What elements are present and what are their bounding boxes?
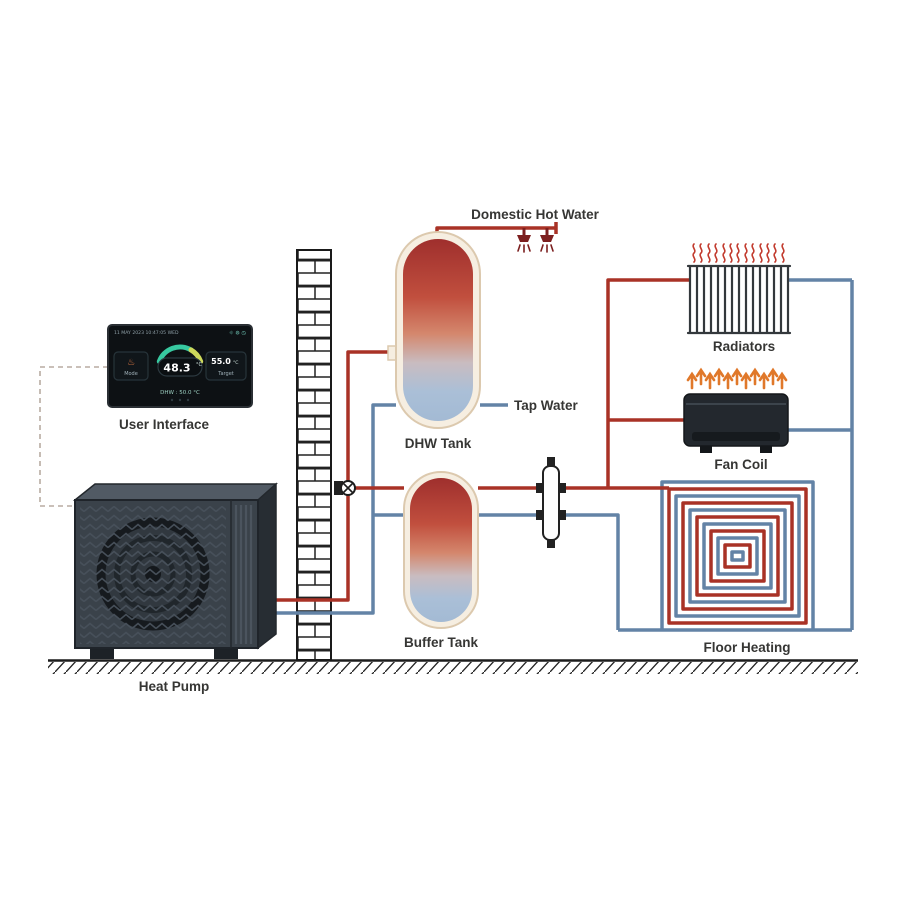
separator-flange xyxy=(536,510,543,520)
return-pipes xyxy=(254,278,854,632)
radiator xyxy=(686,243,792,335)
gauge-value-pill xyxy=(157,357,203,377)
heat-pump-foot xyxy=(214,648,238,659)
diagram-labels: Heat Pump User Interface DHW Tank Buffer… xyxy=(119,207,791,694)
buffer-tank xyxy=(403,471,479,629)
circulation-pump xyxy=(334,480,356,496)
current-temp-unit: °C xyxy=(196,362,203,368)
ground-hatch xyxy=(48,662,858,674)
brick-wall-outline xyxy=(296,249,332,661)
floor-loop-red xyxy=(667,487,808,625)
fan-coil-foot xyxy=(700,446,712,453)
floor-loop-blue xyxy=(702,522,773,590)
gauge-arc-teal xyxy=(156,344,194,364)
pump-motor xyxy=(334,481,343,495)
shower-icon xyxy=(517,228,531,253)
return-pipe-separator-right xyxy=(559,513,620,630)
shower-heads xyxy=(517,228,554,253)
mode-label: Mode xyxy=(124,371,138,377)
screen-dot xyxy=(178,398,182,402)
heat-pump-foot xyxy=(90,648,114,659)
floor-loop-blue xyxy=(674,494,801,618)
floor-loop-red xyxy=(695,515,780,597)
label-radiators: Radiators xyxy=(713,339,775,354)
label-heat-pump: Heat Pump xyxy=(139,679,210,694)
status-icons: ☼ ⚙ ◷ xyxy=(229,331,247,337)
label-domestic-hot-water: Domestic Hot Water xyxy=(471,207,600,222)
label-fan-coil: Fan Coil xyxy=(714,457,767,472)
target-temp-unit: °C xyxy=(233,360,238,366)
supply-pipes xyxy=(254,222,808,625)
fan-coil xyxy=(683,368,789,453)
label-floor-heating: Floor Heating xyxy=(704,640,791,655)
floor-loop-blue xyxy=(688,508,787,604)
brick-wall xyxy=(296,249,332,661)
dhw-footer-readout: DHW : 50.0 °C xyxy=(160,390,200,396)
screen-dot xyxy=(170,398,174,402)
shower-icon xyxy=(540,228,554,253)
heat-pump-side xyxy=(257,482,277,650)
target-temp-value: 55.0 xyxy=(211,357,231,366)
heat-pump-unit xyxy=(72,482,278,659)
mode-box xyxy=(113,351,149,381)
label-user-interface: User Interface xyxy=(119,417,210,432)
floor-loop-red xyxy=(709,529,766,583)
buffer-tank-water xyxy=(410,478,472,622)
separator-body xyxy=(542,465,560,541)
status-datetime: 11 MAY 2023 10:47:05 WED xyxy=(114,330,179,336)
radiator-coil xyxy=(686,264,792,335)
label-tap-water: Tap Water xyxy=(514,398,579,413)
floor-loop-blue-outer xyxy=(660,480,815,630)
heat-pump-top xyxy=(72,483,278,501)
screen-dot xyxy=(186,398,190,402)
fan-coil-louver xyxy=(692,432,780,441)
control-cable-dashed xyxy=(39,366,108,507)
return-pipe-heatpump xyxy=(254,403,396,615)
label-buffer-tank: Buffer Tank xyxy=(404,635,478,650)
brick-wall-fill xyxy=(297,250,331,660)
separator-bottom-nub xyxy=(547,538,555,548)
floor-loop-blue xyxy=(716,536,759,576)
floor-loop-blue xyxy=(730,550,745,562)
target-label: Target xyxy=(217,371,234,377)
supply-pipe-heatpump xyxy=(254,350,396,602)
ground xyxy=(48,659,858,674)
label-dhw-tank: DHW Tank xyxy=(405,436,472,451)
mode-icon: ♨ xyxy=(127,358,135,368)
separator-top-nub xyxy=(547,457,555,467)
fan-grille xyxy=(80,506,226,644)
controller-display: 11 MAY 2023 10:47:05 WED ☼ ⚙ ◷ 48.3 °C ♨… xyxy=(107,324,253,408)
dhw-tank-water xyxy=(403,239,473,421)
floor-loop-red xyxy=(681,501,794,611)
floor-loop-red xyxy=(723,543,752,569)
hydraulic-separator xyxy=(536,457,566,548)
target-box xyxy=(205,351,247,381)
side-vents xyxy=(234,505,253,644)
separator-flange xyxy=(559,510,566,520)
dhw-tank xyxy=(387,231,481,429)
pump-cross xyxy=(342,482,354,494)
separator-flange xyxy=(559,483,566,493)
current-temp-value: 48.3 xyxy=(163,362,190,375)
fan-coil-foot xyxy=(760,446,772,453)
separator-flange xyxy=(536,483,543,493)
